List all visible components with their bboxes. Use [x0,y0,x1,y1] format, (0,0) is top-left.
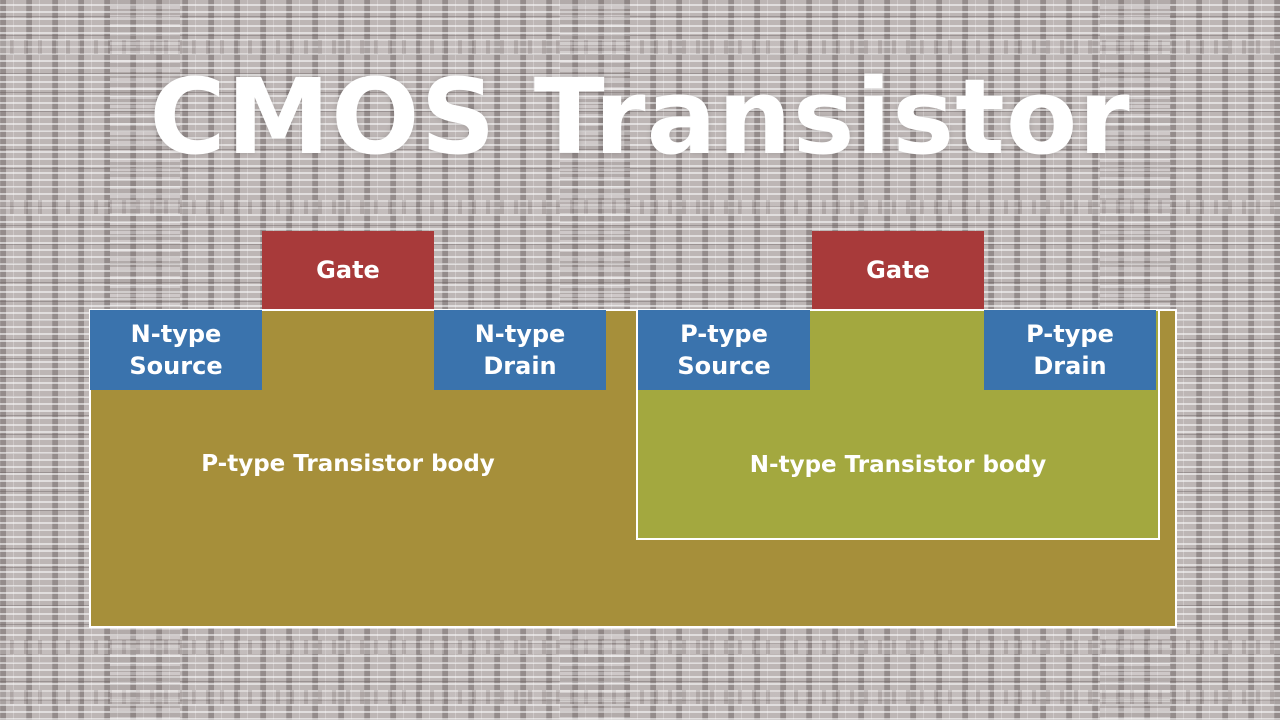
nmos-body-label: P-type Transistor body [201,451,495,477]
nmos-drain: N-type Drain [434,310,606,390]
pmos-source: P-type Source [638,310,810,390]
background-band [0,690,1280,704]
background-band [0,40,1280,54]
nmos-source: N-type Source [90,310,262,390]
pmos-gate: Gate [812,231,984,309]
pmos-drain: P-type Drain [984,310,1156,390]
pmos-body-label: N-type Transistor body [749,452,1047,478]
nmos-gate: Gate [262,231,434,309]
background-band [0,640,1280,654]
background-band [0,200,1280,214]
page-title: CMOS Transistor [149,56,1131,178]
